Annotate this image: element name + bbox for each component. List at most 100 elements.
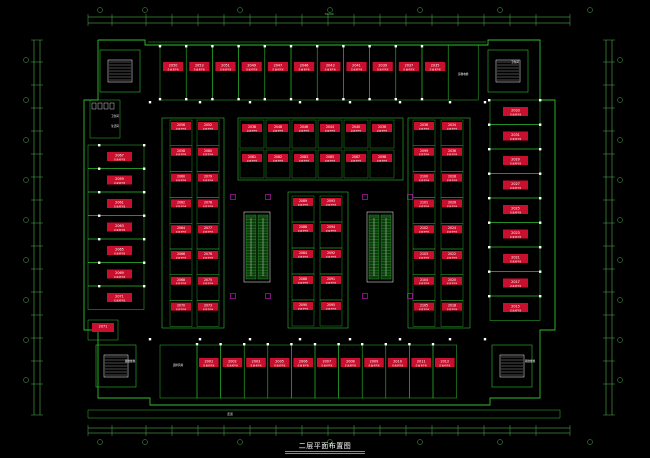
shop-label-bg (442, 225, 462, 234)
pillar (337, 343, 340, 346)
pillar (195, 343, 199, 346)
shop-area: 总 面 积平米 (447, 281, 457, 285)
atrium-column (362, 293, 368, 299)
axis-bubble (327, 439, 333, 445)
shop-number: 2011 (417, 360, 426, 364)
pillar (158, 45, 162, 48)
inner-block-right (407, 117, 471, 329)
shop-area: 总 面 积平米 (447, 126, 457, 130)
shop-unit (317, 149, 343, 179)
shop-unit (361, 344, 387, 399)
shop-label-bg (107, 199, 132, 208)
shop-label-bg (171, 251, 191, 259)
shop-label-bg (340, 358, 361, 367)
room-label: 卫生间 (511, 60, 519, 64)
shop-area: 总 面 积平米 (114, 251, 125, 255)
pillar (243, 343, 246, 346)
shop-label-bg (411, 358, 431, 367)
shop-label-bg (320, 62, 341, 71)
pillar (539, 221, 542, 224)
shop-area: 总 面 积平米 (114, 228, 125, 232)
shop-area: 总 面 积平米 (351, 68, 362, 72)
shop-label-bg (442, 122, 462, 130)
shop-number: 2027 (511, 182, 520, 186)
pillar (98, 167, 101, 170)
shop-label-bg (503, 107, 528, 116)
pillar (143, 261, 146, 264)
shop-unit (196, 344, 221, 399)
axis-bubble (23, 57, 29, 63)
shop-label-bg (107, 152, 132, 161)
pillar (539, 197, 542, 200)
shop-unit (239, 149, 265, 179)
room-label: 卫生间 (111, 114, 119, 118)
atrium-column (230, 194, 236, 200)
shop-label-bg (171, 199, 191, 208)
shop-unit (338, 344, 363, 399)
pillar (539, 270, 542, 273)
shop-number: 2068 (177, 278, 185, 282)
shop-area: 总 面 积平米 (298, 306, 308, 310)
shop-label-bg (198, 199, 218, 208)
shop-area: 总 面 积平米 (510, 210, 521, 214)
shop-label-bg (503, 131, 528, 141)
shop-label-bg (414, 251, 434, 259)
shop-label-bg (269, 358, 290, 367)
shop-unit (264, 44, 292, 101)
shop-number: 2025 (511, 207, 520, 211)
shop-label-bg (321, 250, 341, 258)
shop-number: 2039 (378, 64, 387, 68)
shop-area: 总 面 积平米 (114, 204, 125, 208)
stair-box (107, 59, 133, 83)
pillar (248, 101, 252, 104)
shop-number: 2010 (393, 360, 402, 364)
axis-bubble (97, 439, 103, 445)
shop-area: 总 面 积平米 (203, 307, 213, 311)
inner-block-top (237, 117, 404, 181)
shop-area: 总 面 积平米 (220, 68, 231, 72)
shop-area: 总 面 积平米 (510, 112, 521, 116)
axis-bubble (497, 7, 503, 13)
shop-number: 2089 (299, 199, 307, 203)
shop-number: 2036 (448, 149, 456, 153)
atrium-column (407, 293, 413, 299)
pillar (198, 338, 202, 341)
shop-number: 2043 (326, 64, 335, 68)
shop-unit (432, 344, 457, 399)
shop-area: 总 面 积平米 (326, 254, 336, 258)
shop-area: 总 面 积平米 (447, 255, 457, 259)
pillar (539, 123, 542, 126)
shop-unit (265, 149, 291, 179)
shop-area: 总 面 积平米 (298, 202, 308, 206)
shop-number: 2003 (252, 360, 261, 364)
shop-number: 2031 (511, 133, 520, 137)
shop-label-bg (171, 225, 191, 234)
shop-area: 总 面 积平米 (273, 158, 283, 162)
room-label: 送排风井 (173, 363, 184, 367)
axis-bubble (23, 297, 29, 303)
shop-number: 2065 (115, 248, 124, 252)
shop-label-bg (107, 222, 132, 232)
shop-area: 总 面 积平米 (203, 126, 213, 130)
shop-unit (421, 44, 449, 101)
shop-area: 总 面 积平米 (510, 235, 521, 239)
axis-bubble (617, 137, 623, 143)
shop-number: 2009 (370, 360, 379, 364)
axis-bubble (617, 337, 623, 343)
shop-unit (185, 44, 213, 101)
shop-area: 总 面 积平米 (345, 364, 356, 368)
pillar (488, 123, 491, 126)
shop-number: 2020 (448, 278, 456, 282)
shop-area: 总 面 积平米 (351, 158, 361, 162)
pillar (98, 191, 101, 194)
shop-unit (87, 319, 119, 341)
shop-label-bg (107, 293, 132, 302)
shop-area: 总 面 积平米 (203, 230, 213, 234)
pillar (488, 246, 491, 249)
shop-number: 2085 (326, 155, 334, 159)
shop-number: 2083 (300, 155, 308, 159)
restroom-fixture (103, 102, 109, 110)
shop-number: 2012 (440, 360, 449, 364)
pillar (289, 98, 293, 101)
shop-number: 2100 (420, 175, 428, 179)
